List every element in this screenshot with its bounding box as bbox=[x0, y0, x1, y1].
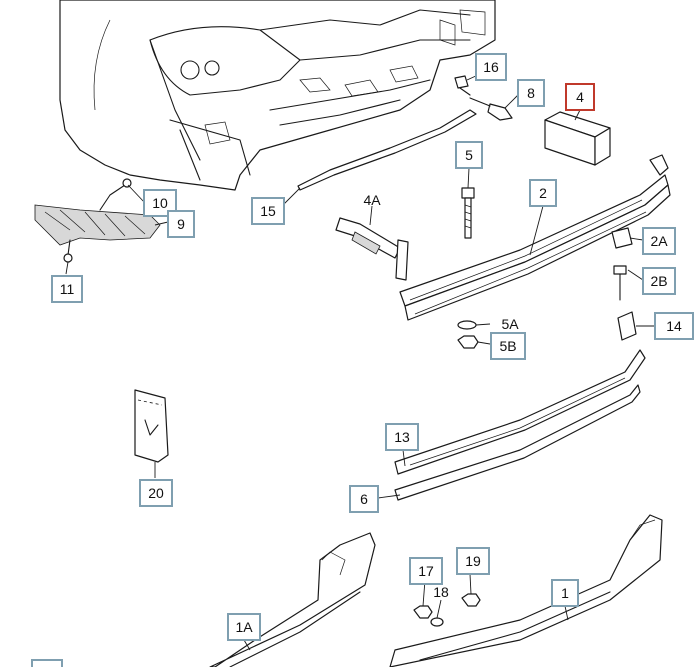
bracket-20 bbox=[134, 389, 169, 463]
nut-17 bbox=[413, 605, 433, 619]
callout-19: 19 bbox=[456, 547, 490, 575]
callout-10-label: 10 bbox=[152, 195, 168, 211]
clip-2A bbox=[611, 227, 633, 249]
clip-14 bbox=[617, 311, 637, 341]
callout-2A-label: 2A bbox=[650, 233, 668, 249]
callout-14-label: 14 bbox=[666, 318, 682, 334]
washer-5A bbox=[457, 320, 477, 330]
callout-1A-label: 1A bbox=[235, 619, 253, 635]
callout-20-label: 20 bbox=[148, 485, 164, 501]
callout-16-label: 16 bbox=[483, 59, 499, 75]
callout-1: 1 bbox=[551, 579, 579, 607]
guide-rail-6 bbox=[394, 384, 641, 501]
callout-15: 15 bbox=[251, 197, 285, 225]
callout-19-label: 19 bbox=[465, 553, 481, 569]
callout-18-label: 18 bbox=[433, 584, 449, 600]
callout-8-label: 8 bbox=[527, 85, 535, 101]
callout-8: 8 bbox=[517, 79, 545, 107]
bumper-support-bar bbox=[399, 154, 671, 321]
callout-13-label: 13 bbox=[394, 429, 410, 445]
callout-partial bbox=[31, 659, 63, 667]
callout-13: 13 bbox=[385, 423, 419, 451]
callout-17: 17 bbox=[409, 557, 443, 585]
callout-9: 9 bbox=[167, 210, 195, 238]
callout-2B-label: 2B bbox=[650, 273, 667, 289]
callout-5B-label: 5B bbox=[499, 338, 516, 354]
bolt-5 bbox=[461, 187, 475, 239]
deformation-element bbox=[544, 111, 611, 166]
callout-5B: 5B bbox=[490, 332, 526, 360]
callout-2: 2 bbox=[529, 179, 557, 207]
callout-11: 11 bbox=[51, 275, 83, 303]
seal-strip bbox=[297, 109, 477, 191]
callout-4A: 4A bbox=[363, 192, 381, 208]
callout-9-label: 9 bbox=[177, 216, 185, 232]
callout-5A: 5A bbox=[501, 316, 519, 332]
callout-4-label: 4 bbox=[576, 89, 584, 105]
rivet-2B bbox=[613, 265, 627, 301]
guide-rail-13 bbox=[394, 349, 646, 475]
callout-15-label: 15 bbox=[260, 203, 276, 219]
nut-5B bbox=[457, 335, 479, 349]
callout-5A-label: 5A bbox=[501, 316, 519, 332]
callout-5: 5 bbox=[455, 141, 483, 169]
callout-6: 6 bbox=[349, 485, 379, 513]
callout-2B: 2B bbox=[642, 267, 676, 295]
bumper-cover-right bbox=[389, 514, 663, 667]
callout-4: 4 bbox=[565, 83, 595, 111]
callout-2-label: 2 bbox=[539, 185, 547, 201]
callout-5-label: 5 bbox=[465, 147, 473, 163]
screw-8 bbox=[469, 97, 513, 121]
callout-11-label: 11 bbox=[60, 281, 75, 297]
callout-1-label: 1 bbox=[561, 585, 569, 601]
side-bracket bbox=[34, 178, 161, 263]
bumper-cover-left bbox=[209, 532, 376, 667]
callout-6-label: 6 bbox=[360, 491, 368, 507]
callout-4A-label: 4A bbox=[363, 192, 381, 208]
callout-1A: 1A bbox=[227, 613, 261, 641]
callout-2A: 2A bbox=[642, 227, 676, 255]
callout-14: 14 bbox=[654, 312, 694, 340]
nut-19 bbox=[461, 593, 481, 607]
callout-17-label: 17 bbox=[418, 563, 434, 579]
callout-18: 18 bbox=[433, 584, 449, 600]
callout-16: 16 bbox=[475, 53, 507, 81]
clip-16 bbox=[454, 75, 471, 96]
towing-eye bbox=[335, 217, 409, 281]
washer-18 bbox=[430, 617, 444, 627]
callout-20: 20 bbox=[139, 479, 173, 507]
rear-body-shell bbox=[59, 0, 496, 191]
